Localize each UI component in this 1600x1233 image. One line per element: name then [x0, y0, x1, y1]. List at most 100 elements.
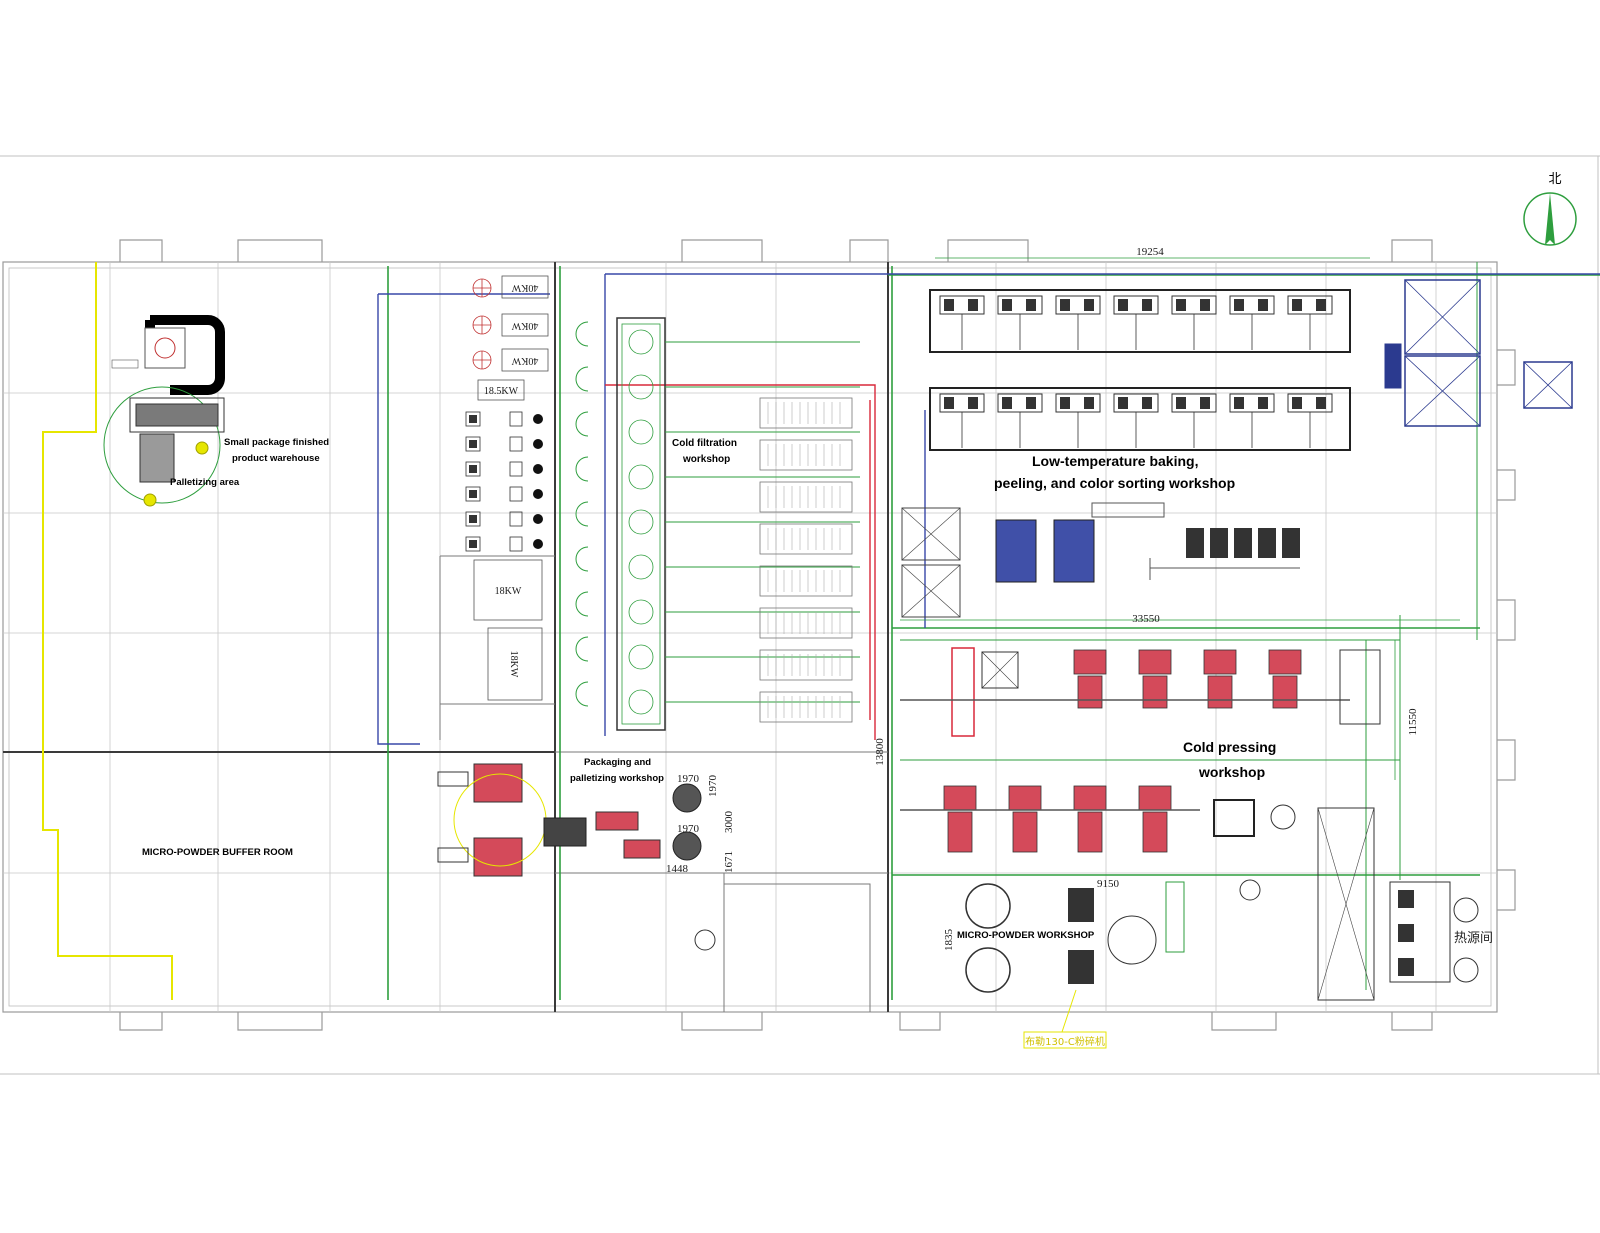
label-cold-filtration-2: workshop: [682, 454, 730, 465]
filter-tank: [628, 464, 654, 490]
filter-arc: [575, 636, 589, 662]
valve-box: [509, 411, 523, 427]
dim-pack-4: 1970: [707, 775, 719, 798]
crusher-callout: [1023, 989, 1107, 1049]
oven-burner: [1084, 299, 1094, 311]
label-cold-pressing-2: workshop: [1198, 764, 1265, 780]
label-low-temp-2: peeling, and color sorting workshop: [994, 475, 1235, 491]
filter-press-frame: [759, 565, 853, 597]
green-lines: [387, 262, 1600, 1000]
dim-pack-6: 1448: [666, 863, 689, 875]
oven-burner: [1002, 299, 1012, 311]
motor-dot: [533, 464, 543, 474]
pump-core: [469, 540, 477, 548]
oven-burner: [968, 299, 978, 311]
oven-burner: [1084, 397, 1094, 409]
oven-burner: [1118, 397, 1128, 409]
micro-powder-equipment: [965, 879, 1479, 993]
filter-press-frame: [759, 523, 853, 555]
north-label: 北: [1548, 172, 1561, 187]
label-palletizing-area: Palletizing area: [170, 477, 240, 488]
motor-dot: [533, 439, 543, 449]
pump-core: [469, 440, 477, 448]
press-machine-body: [1207, 675, 1233, 709]
oven-burner: [1176, 397, 1186, 409]
oven-burner: [1026, 397, 1036, 409]
label-micro-powder-workshop: MICRO-POWDER WORKSHOP: [957, 930, 1095, 941]
oven-burner: [1316, 299, 1326, 311]
yellow-boundary-line: [42, 262, 173, 1000]
motor-dot: [533, 489, 543, 499]
label-cold-pressing-1: Cold pressing: [1183, 739, 1276, 755]
label-cold-filtration-1: Cold filtration: [672, 438, 737, 449]
label-low-temp-1: Low-temperature baking,: [1032, 453, 1198, 469]
oven-burner: [1234, 299, 1244, 311]
filter-arc: [575, 591, 589, 617]
filter-arc: [575, 321, 589, 347]
dim-pack-2: 1970: [677, 823, 700, 835]
packaging-equipment: [437, 763, 716, 951]
dim-left-vertical: 13800: [874, 738, 886, 766]
oven-burner: [1026, 299, 1036, 311]
motor-dot: [533, 514, 543, 524]
dim-top: 19254: [1136, 246, 1164, 258]
valve-box: [509, 511, 523, 527]
filter-tank: [628, 509, 654, 535]
power-rating-unit-6: 18KW: [508, 651, 519, 678]
filter-press-frame: [759, 649, 853, 681]
power-rating-unit-5: 18KW: [495, 586, 522, 597]
oven-burner: [1200, 299, 1210, 311]
press-machine: [1268, 649, 1302, 675]
press-machine: [1203, 649, 1237, 675]
press-machine: [1138, 785, 1172, 811]
baking-lines: [901, 279, 1573, 618]
motor-dot: [533, 414, 543, 424]
filter-tank: [628, 689, 654, 715]
oven-burner: [1142, 397, 1152, 409]
label-small-package-warehouse-1: Small package finished: [224, 437, 329, 448]
press-machine: [1138, 649, 1172, 675]
filter-arc: [575, 546, 589, 572]
filter-tank: [628, 644, 654, 670]
label-small-package-warehouse-2: product warehouse: [232, 453, 320, 464]
crusher-callout-label: 布勒130-C粉碎机: [1025, 1035, 1105, 1048]
cold-press-frame: [900, 647, 1381, 1001]
press-machine-body: [1012, 811, 1038, 853]
pump-core: [469, 515, 477, 523]
blue-pipelines: [377, 273, 1600, 745]
press-machine-body: [947, 811, 973, 853]
filter-arc: [575, 501, 589, 527]
valve-box: [509, 461, 523, 477]
filter-arc: [575, 456, 589, 482]
filter-press-frame: [759, 439, 853, 471]
dim-mid-horizontal: 33550: [1132, 613, 1160, 625]
valve-box: [509, 436, 523, 452]
oven-burner: [1200, 397, 1210, 409]
power-rating-tank-3: 40KW: [511, 355, 538, 366]
filter-tank: [628, 554, 654, 580]
press-machine-body: [1077, 811, 1103, 853]
oven-burner: [944, 299, 954, 311]
oven-burner: [1292, 397, 1302, 409]
power-rating-tank-2: 40KW: [511, 320, 538, 331]
press-machine: [943, 785, 977, 811]
oven-burner: [1060, 397, 1070, 409]
power-rating-tank-1: 40KW: [511, 282, 538, 293]
dim-right-vertical: 11550: [1407, 708, 1419, 736]
interior-walls: [3, 262, 889, 1012]
red-pipelines: [605, 384, 876, 740]
oven-burner: [1316, 397, 1326, 409]
oven-burner: [1142, 299, 1152, 311]
palletizing-robot-cell: [103, 315, 225, 507]
filter-tank: [628, 329, 654, 355]
press-machine: [1008, 785, 1042, 811]
filter-tank: [628, 599, 654, 625]
press-machine: [1073, 649, 1107, 675]
label-packaging-2: palletizing workshop: [570, 773, 664, 784]
valve-box: [509, 536, 523, 552]
filter-arc: [575, 681, 589, 707]
oven-burner: [1118, 299, 1128, 311]
press-machine-body: [1142, 811, 1168, 853]
cold-filtration-equipment: [575, 317, 860, 731]
